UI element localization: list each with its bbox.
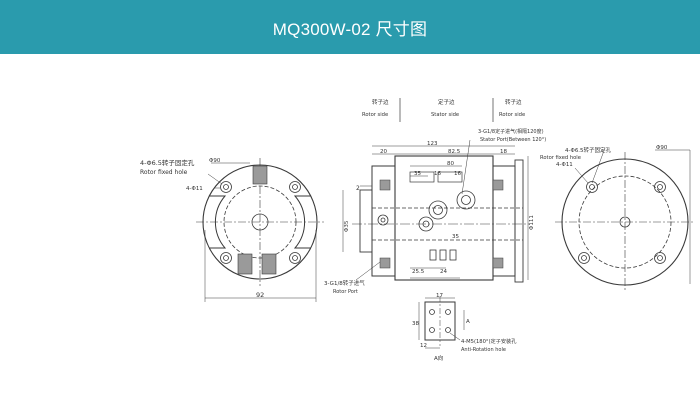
dim-phi35: Φ35 xyxy=(344,220,350,232)
a-direction-view xyxy=(418,296,465,349)
dim-80: 80 xyxy=(447,161,454,167)
rotor-fixed-hole-left-cn: 4-Φ6.5转子固定孔 xyxy=(140,158,195,167)
dim-2: 2 xyxy=(356,185,360,192)
rotor-fixed-hole-right-cn: 4-Φ6.5转子固定孔 xyxy=(565,146,612,154)
side-section-view xyxy=(342,98,530,283)
dim-12: 12 xyxy=(420,343,427,349)
dim-4phi11-right: 4-Φ11 xyxy=(556,162,573,168)
dim-16a: 16 xyxy=(434,171,441,177)
rotor-port-en: Rotor Port xyxy=(333,289,358,295)
rotor-port-cn: 3-G1/8转子进气 xyxy=(324,279,365,287)
dim-a-direction: A向 xyxy=(434,354,443,362)
dim-18: 18 xyxy=(500,149,507,155)
right-end-view xyxy=(555,147,695,292)
dim-82-5: 82.5 xyxy=(448,149,461,155)
dim-123: 123 xyxy=(427,141,438,147)
dim-phi90-right: Φ90 xyxy=(656,145,668,151)
label-stator-side-cn: 定子边 xyxy=(438,98,455,106)
dim-17: 17 xyxy=(436,293,443,299)
dim-phi90-left: Φ90 xyxy=(209,158,221,164)
label-rotor-side-cn: 转子边 xyxy=(372,98,389,106)
label-rotor-side2-cn: 转子边 xyxy=(505,98,522,106)
label-rotor-side2-en: Rotor side xyxy=(499,112,525,118)
dim-phi111: Φ111 xyxy=(529,215,535,230)
title-banner: MQ300W-02 尺寸图 xyxy=(0,0,700,54)
label-stator-side-en: Stator side xyxy=(431,112,459,118)
anti-rotation-cn: 4-M5(180°)定子安装孔 xyxy=(461,337,517,345)
dim-38: 38 xyxy=(412,321,419,327)
dim-16b: 16 xyxy=(454,171,461,177)
left-end-view xyxy=(196,158,324,302)
dim-24: 24 xyxy=(440,269,447,275)
stator-port-en: Stator Port(Between 120°) xyxy=(480,137,546,143)
dim-35b: 35 xyxy=(452,234,459,240)
rotor-fixed-hole-left-en: Rotor fixed hole xyxy=(140,169,188,176)
dim-4phi11-left: 4-Φ11 xyxy=(186,186,203,192)
dim-a: A xyxy=(466,319,470,325)
dim-25-5: 25.5 xyxy=(412,269,425,275)
dim-20: 20 xyxy=(380,149,387,155)
label-rotor-side-en: Rotor side xyxy=(362,112,388,118)
page-title: MQ300W-02 尺寸图 xyxy=(272,19,428,39)
rotor-fixed-hole-right-en: Rotor fixed hole xyxy=(540,155,581,161)
dim-92: 92 xyxy=(256,291,264,299)
stator-port-cn: 3-G1/8定子进气(相隔120度) xyxy=(478,128,544,135)
dim-35: 35 xyxy=(414,171,421,177)
anti-rotation-en: Anti-Rotation hole xyxy=(461,347,506,353)
